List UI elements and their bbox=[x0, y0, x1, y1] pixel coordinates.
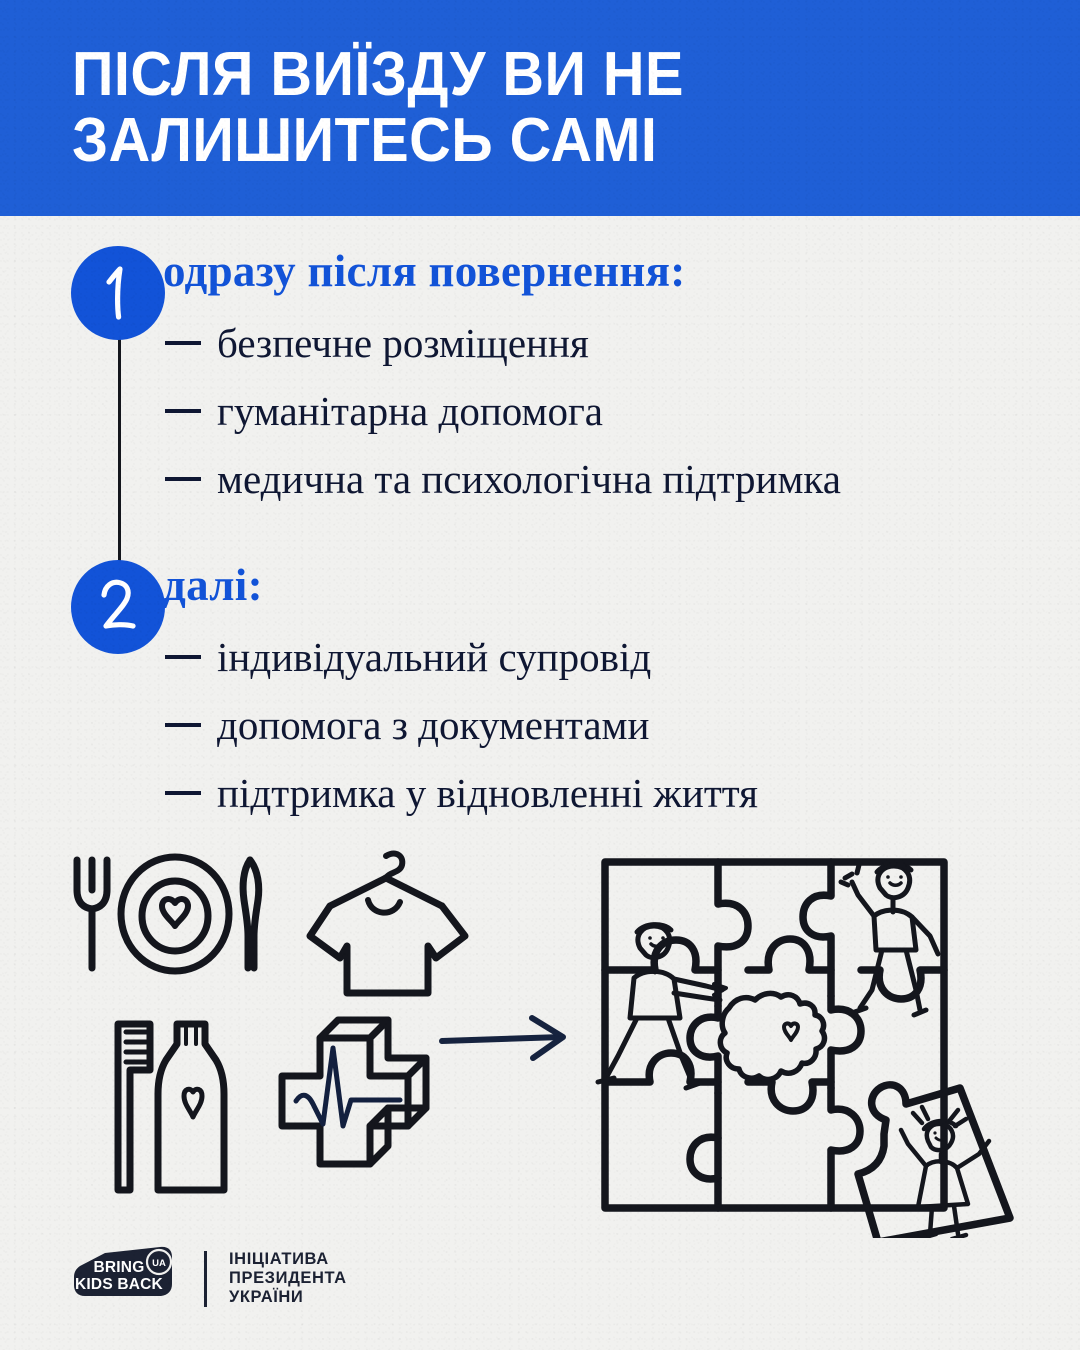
dash-icon bbox=[165, 477, 201, 481]
list-item-label: медична та психологічна підтримка bbox=[217, 456, 841, 502]
step-connector-line bbox=[118, 321, 121, 593]
dash-icon bbox=[165, 791, 201, 795]
list-item: допомога з документами bbox=[165, 704, 1080, 746]
ukraine-map-with-heart bbox=[717, 990, 828, 1083]
step-list-1: безпечне розміщення гуманітарна допомога… bbox=[165, 322, 1080, 500]
step-number-badge-2 bbox=[71, 560, 165, 654]
step-item-1: одразу після повернення: безпечне розміщ… bbox=[0, 246, 1080, 500]
plate-with-heart-icon bbox=[117, 853, 233, 975]
list-item: гуманітарна допомога bbox=[165, 390, 1080, 432]
list-item-label: підтримка у відновленні життя bbox=[217, 770, 758, 816]
knife-icon bbox=[239, 856, 263, 972]
list-item: медична та психологічна підтримка bbox=[165, 458, 1080, 500]
fork-icon bbox=[73, 856, 111, 972]
arrow-right-icon bbox=[439, 1015, 566, 1061]
logo-line-2: KIDS BACK bbox=[75, 1276, 164, 1293]
dash-icon bbox=[165, 409, 201, 413]
boy-pushing-figure bbox=[595, 922, 728, 1091]
step-heading-2: далі: bbox=[163, 560, 263, 610]
puzzle-grid bbox=[595, 858, 1014, 1238]
logo-ua-badge: UA bbox=[152, 1258, 166, 1269]
dash-icon bbox=[165, 341, 201, 345]
footer-divider bbox=[204, 1250, 207, 1307]
tshirt-on-hanger-icon bbox=[306, 850, 469, 997]
list-item: індивідуальний супровід bbox=[165, 636, 1080, 678]
medical-cross-3d-icon bbox=[278, 1016, 430, 1168]
girl-cheering-figure bbox=[898, 1104, 992, 1238]
illustration-area bbox=[0, 838, 1080, 1238]
toothpaste-tube-icon bbox=[154, 1020, 228, 1194]
detached-puzzle-piece bbox=[854, 1081, 1014, 1238]
dash-icon bbox=[165, 723, 201, 727]
steps-section: одразу після повернення: безпечне розміщ… bbox=[0, 216, 1080, 814]
list-item-label: безпечне розміщення bbox=[217, 320, 589, 366]
footer-brand: BRING KIDS BACK UA ІНІЦІАТИВА ПРЕЗИДЕНТА… bbox=[72, 1246, 347, 1311]
step-number-badge-1 bbox=[71, 246, 165, 340]
toothbrush-icon bbox=[114, 1020, 154, 1194]
heartbeat-line-icon bbox=[293, 1045, 403, 1129]
boy-waving-figure bbox=[838, 862, 941, 1018]
step-item-2: далі: індивідуальний супровід допомога з… bbox=[0, 560, 1080, 814]
page-title: ПІСЛЯ ВИЇЗДУ ВИ НЕ ЗАЛИШИТЕСЬ САМІ bbox=[72, 40, 684, 175]
dash-icon bbox=[165, 655, 201, 659]
list-item-label: індивідуальний супровід bbox=[217, 634, 652, 680]
list-item-label: гуманітарна допомога bbox=[217, 388, 603, 434]
bring-kids-back-logo: BRING KIDS BACK UA bbox=[72, 1246, 182, 1311]
list-item: безпечне розміщення bbox=[165, 322, 1080, 364]
list-item-label: допомога з документами bbox=[217, 702, 650, 748]
list-item: підтримка у відновленні життя bbox=[165, 772, 1080, 814]
step-heading-1: одразу після повернення: bbox=[163, 246, 686, 296]
logo-line-1: BRING bbox=[94, 1259, 145, 1276]
header-banner: ПІСЛЯ ВИЇЗДУ ВИ НЕ ЗАЛИШИТЕСЬ САМІ bbox=[0, 0, 1080, 216]
footer-tagline: ІНІЦІАТИВА ПРЕЗИДЕНТА УКРАЇНИ bbox=[229, 1250, 347, 1306]
step-list-2: індивідуальний супровід допомога з докум… bbox=[165, 636, 1080, 814]
